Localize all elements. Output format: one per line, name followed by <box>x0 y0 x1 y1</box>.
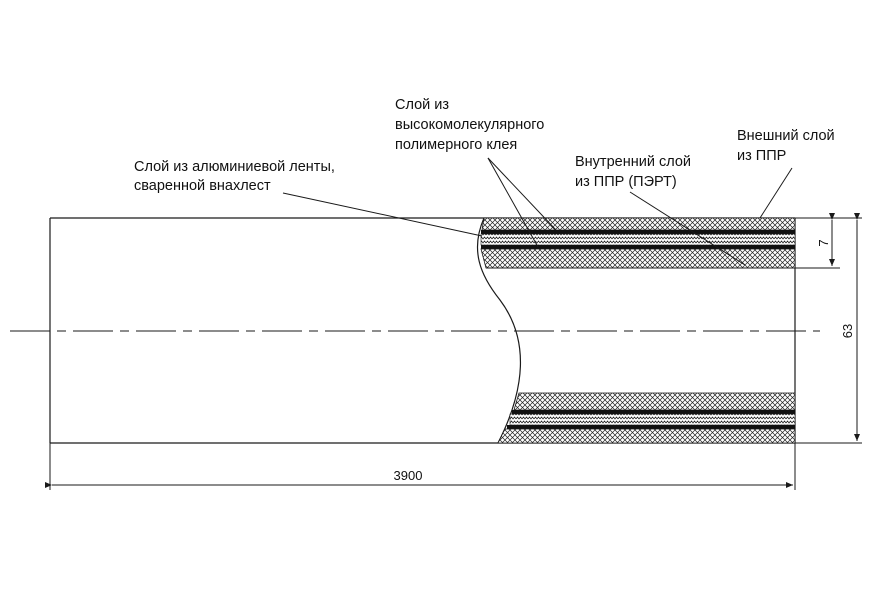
leader-adhesive-b <box>487 157 539 248</box>
length-dimension-value: 3900 <box>394 468 423 483</box>
label-adhesive-line1: Слой из <box>395 97 449 113</box>
label-inner-line1: Внутренний слой <box>575 154 691 170</box>
bottom-wall-section <box>497 392 796 444</box>
label-inner-line2: из ППР (ПЭРТ) <box>575 174 677 190</box>
leader-adhesive-a <box>487 157 557 231</box>
diameter-dimension <box>795 213 862 444</box>
label-adhesive-line2: высокомолекулярного <box>395 117 544 133</box>
bottom-aluminum-layer <box>509 413 796 426</box>
top-adhesive-layer-1 <box>481 230 795 234</box>
bottom-adhesive-layer-1 <box>512 410 795 414</box>
length-dimension <box>45 443 796 490</box>
diameter-dimension-value: 63 <box>840 324 855 338</box>
bottom-outer-ppr-layer <box>497 428 796 444</box>
label-aluminum-line1: Слой из алюминиевой ленты, <box>134 159 335 175</box>
bottom-inner-ppr-layer <box>513 392 796 411</box>
bottom-adhesive-layer-2 <box>507 425 795 429</box>
wall-thickness-dimension <box>795 213 840 269</box>
top-wall-section <box>480 217 796 269</box>
wall-thickness-dimension-value: 7 <box>816 239 831 246</box>
break-line <box>476 217 522 444</box>
top-outer-ppr-layer <box>481 217 796 231</box>
top-inner-ppr-layer <box>480 248 796 269</box>
labels: Слой из алюминиевой ленты, сваренной вна… <box>134 97 835 194</box>
leader-outer <box>759 167 793 219</box>
leader-aluminum <box>282 192 483 237</box>
label-outer-line1: Внешний слой <box>737 128 835 144</box>
label-adhesive-line3: полимерного клея <box>395 137 517 153</box>
top-aluminum-layer <box>480 233 796 246</box>
top-adhesive-layer-2 <box>481 245 795 249</box>
leader-lines <box>282 157 793 266</box>
label-outer-line2: из ППР <box>737 148 786 164</box>
leader-inner <box>629 191 746 266</box>
label-aluminum-line2: сваренной внахлест <box>134 178 271 194</box>
